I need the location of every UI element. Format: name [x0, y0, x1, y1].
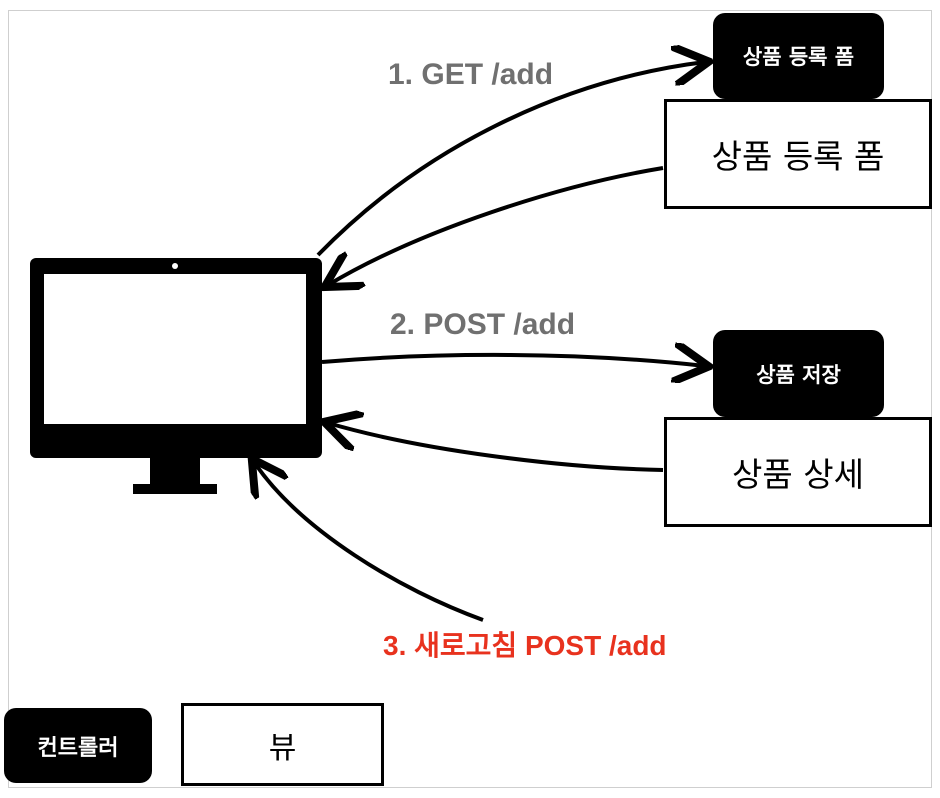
edge-label-post: 2. POST /add — [390, 308, 576, 341]
legend-controller: 컨트롤러 — [4, 708, 152, 783]
legend-view: 뷰 — [181, 703, 384, 786]
arrow-detail-response — [328, 423, 664, 472]
arrow-post — [321, 355, 705, 366]
monitor-icon — [30, 258, 322, 494]
view-detail-node: 상품 상세 — [664, 417, 932, 527]
edge-label-refresh: 3. 새로고침 POST /add — [383, 630, 667, 661]
arrow-refresh — [254, 462, 484, 622]
edge-label-get: 1. GET /add — [388, 58, 554, 91]
controller-form-node: 상품 등록 폼 — [713, 13, 884, 99]
view-form-node: 상품 등록 폼 — [664, 99, 932, 209]
controller-save-node: 상품 저장 — [713, 330, 884, 417]
arrow-get — [316, 62, 705, 257]
arrow-form-response — [328, 166, 664, 285]
